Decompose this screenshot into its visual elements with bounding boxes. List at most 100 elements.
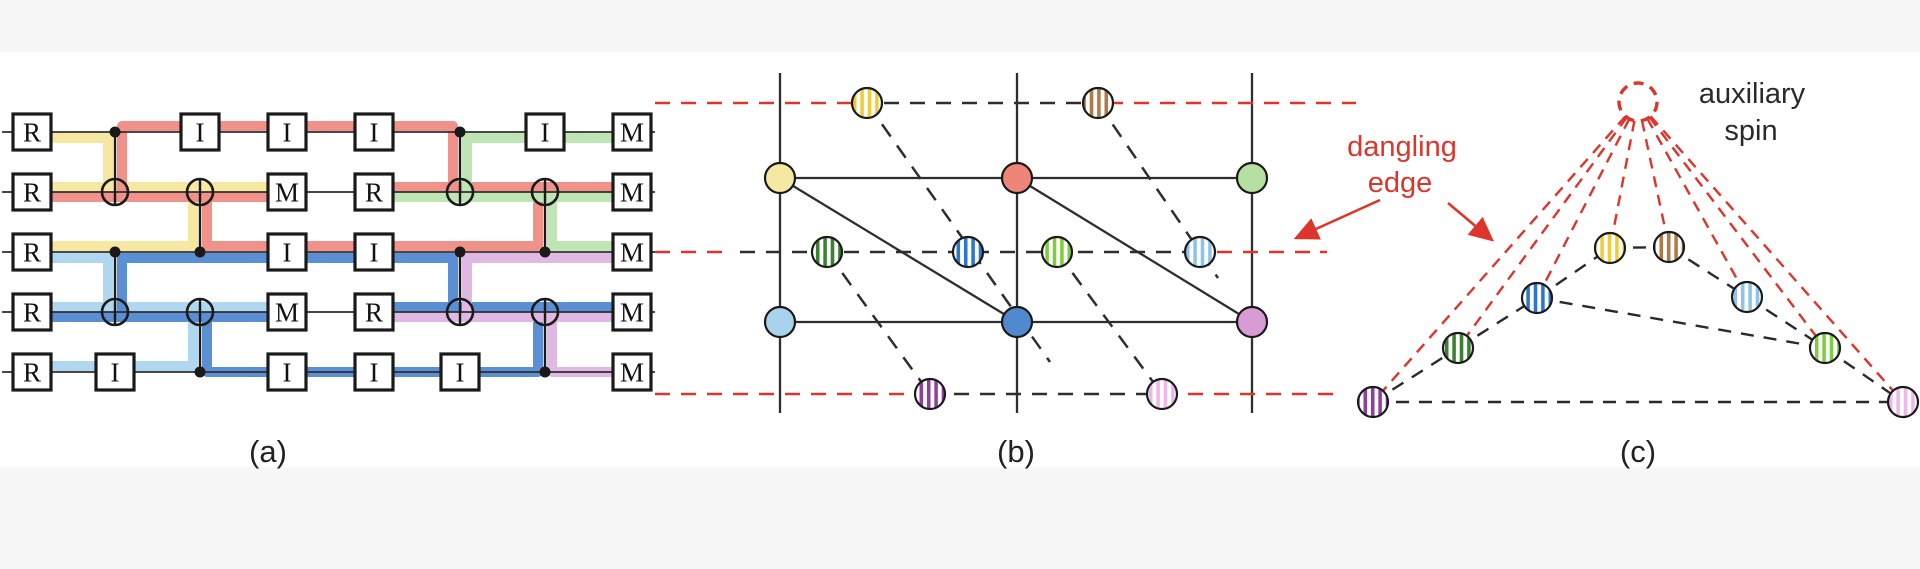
gate-label: R xyxy=(23,178,41,208)
control-dot-icon xyxy=(194,366,206,378)
gate-label: I xyxy=(370,238,379,268)
idle-gate xyxy=(266,232,308,272)
control-dot-icon xyxy=(454,246,466,258)
gate-label: M xyxy=(620,358,644,388)
error-node-dark-blue-striped xyxy=(951,235,985,269)
matching-diagonal-dashed xyxy=(1055,251,1164,395)
cnot-target-icon xyxy=(530,297,560,327)
auxiliary-spin-node xyxy=(1617,81,1659,123)
idle-gate xyxy=(353,232,395,272)
gate-label: M xyxy=(620,118,644,148)
gate-label: I xyxy=(541,118,550,148)
region-segment xyxy=(117,253,632,317)
lattice-vertex-red xyxy=(1000,161,1034,195)
measure-gate xyxy=(266,292,308,332)
error-node-light-green-striped xyxy=(1040,235,1074,269)
top-margin-band xyxy=(0,0,1920,52)
measure-gate xyxy=(611,292,653,332)
error-node-brown-striped xyxy=(1081,86,1115,120)
cnot-target-icon xyxy=(185,297,215,327)
cnot-target-icon xyxy=(100,177,130,207)
dangling-edge-arrow-right xyxy=(1447,202,1494,242)
caption-c: (c) xyxy=(1620,434,1656,469)
auxiliary-spin-label-line1: auxiliary xyxy=(1699,78,1806,110)
control-dot-icon xyxy=(454,126,466,138)
gate-label: I xyxy=(283,358,292,388)
graph-node-purple-striped xyxy=(1356,385,1390,419)
caption-a: (a) xyxy=(249,434,287,469)
control-dot-icon xyxy=(194,246,206,258)
lattice-vertex-violet xyxy=(1235,305,1269,339)
control-dot-icon xyxy=(109,246,121,258)
gate-label: M xyxy=(620,298,644,328)
measure-gate xyxy=(266,172,308,212)
lattice-vertex-light-green xyxy=(1235,161,1269,195)
gate-label: M xyxy=(275,298,299,328)
auxiliary-edge-red-dashed xyxy=(1637,101,1904,403)
measure-gate xyxy=(611,112,653,152)
panel-c-matching-graph: auxiliary spin dangling edge xyxy=(1293,78,1920,419)
auxiliary-spin-label-line2: spin xyxy=(1724,115,1777,147)
auxiliary-edge-red-dashed xyxy=(1457,101,1639,349)
lattice-vertex-dark-blue xyxy=(1000,305,1034,339)
gate-label: M xyxy=(620,238,644,268)
gate-label: I xyxy=(283,238,292,268)
gate-label: R xyxy=(365,298,383,328)
region-segment xyxy=(462,253,632,312)
reset-gate xyxy=(11,352,53,392)
region-segment xyxy=(34,192,198,251)
gate-label: R xyxy=(23,298,41,328)
matching-diagonal-dashed xyxy=(1096,102,1220,279)
region-segment xyxy=(117,121,632,197)
graph-node-light-green-striped xyxy=(1808,331,1842,365)
region-segment xyxy=(34,253,113,307)
error-node-pink-striped xyxy=(1145,377,1179,411)
measure-gate xyxy=(611,232,653,272)
idle-gate xyxy=(266,352,308,392)
reset-gate xyxy=(11,292,53,332)
idle-gate xyxy=(353,352,395,392)
gate-label: I xyxy=(370,118,379,148)
detector-region-lightblue xyxy=(34,253,287,371)
error-node-light-blue-striped xyxy=(1183,235,1217,269)
dangling-edge-label-line1: dangling xyxy=(1347,131,1457,163)
control-dot-icon xyxy=(539,366,551,378)
measure-gate xyxy=(611,352,653,392)
graph-node-yellow-striped xyxy=(1593,231,1627,265)
gate-label: I xyxy=(283,118,292,148)
graph-edge-dashed-middle xyxy=(1536,296,1826,350)
gate-row-wire-4: R M R M xyxy=(11,292,653,332)
gate-label: I xyxy=(456,358,465,388)
idle-gate xyxy=(439,352,481,392)
detector-region-yellow xyxy=(34,133,287,251)
auxiliary-edge-red-dashed xyxy=(1372,101,1639,403)
auxiliary-edge-red-dashed xyxy=(1636,101,1671,248)
matching-diagonal-dashed xyxy=(825,251,932,395)
idle-gate xyxy=(94,352,136,392)
panel-a-circuit: R I I I I M R M R M R I xyxy=(2,112,655,392)
region-segment xyxy=(547,192,632,251)
region-segment xyxy=(462,133,632,192)
gate-label: R xyxy=(23,358,41,388)
reset-gate xyxy=(11,232,53,272)
auxiliary-edge-red-dashed xyxy=(1637,101,1826,349)
graph-node-brown-striped xyxy=(1652,230,1686,264)
gate-label: I xyxy=(111,358,120,388)
graph-node-dark-blue-striped xyxy=(1520,281,1554,315)
graph-edge-dashed xyxy=(1372,346,1459,404)
region-segment xyxy=(34,133,113,187)
dangling-edge-label-line2: edge xyxy=(1368,167,1433,199)
gate-label: M xyxy=(620,178,644,208)
cnot-target-icon xyxy=(530,177,560,207)
error-node-yellow-striped xyxy=(850,86,884,120)
lattice-diagonal-line xyxy=(1016,177,1253,323)
graph-node-pink-striped xyxy=(1886,385,1920,419)
reset-gate xyxy=(353,172,395,212)
lattice-diagonal-line xyxy=(779,177,1018,323)
idle-gate xyxy=(524,112,566,152)
caption-b: (b) xyxy=(997,434,1035,469)
dangling-edge-arrow-left xyxy=(1293,198,1381,240)
gate-label: I xyxy=(370,358,379,388)
auxiliary-edge-red-dashed xyxy=(1608,101,1640,249)
